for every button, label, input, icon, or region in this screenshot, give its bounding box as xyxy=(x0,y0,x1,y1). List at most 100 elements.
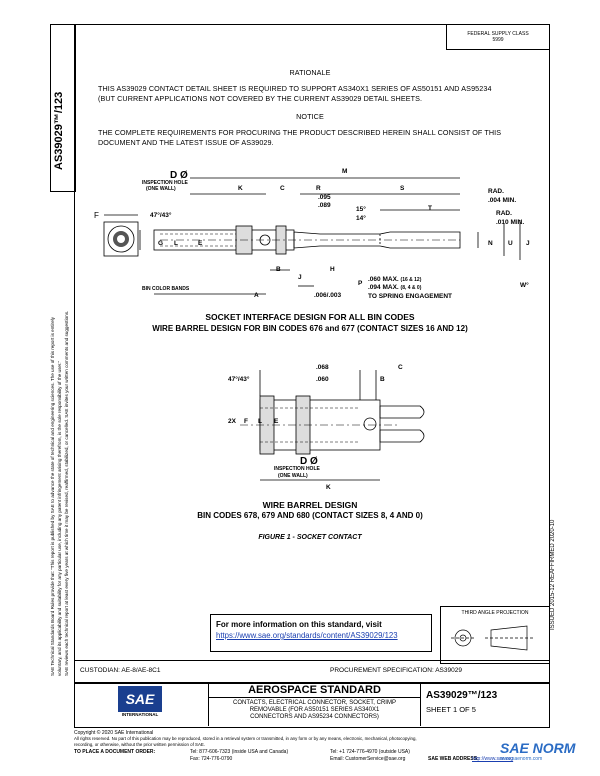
footer-copyright: Copyright © 2020 SAE International xyxy=(74,730,154,736)
projection-symbol xyxy=(451,625,533,651)
label-angle: 47°/43° xyxy=(150,212,172,219)
caption-wire-barrel-design: WIRE BARREL DESIGN xyxy=(262,500,358,510)
inspection-hole-label: INSPECTION HOLE xyxy=(142,180,188,186)
one-wall-label: (ONE WALL) xyxy=(146,186,176,192)
footer-email: Email: CustomerService@sae.org xyxy=(330,756,406,762)
socket-contact-drawing: F xyxy=(94,177,521,295)
label-14deg: 14° xyxy=(356,215,366,222)
label-n: N xyxy=(488,240,493,247)
spine-disclaimer-2: voluntary, and its applicability and sui… xyxy=(57,360,62,676)
label-060: .060 MAX. (16 & 12) xyxy=(368,276,422,283)
title-underline xyxy=(209,697,420,698)
footer-rights-1: All rights reserved. No part of this pub… xyxy=(74,736,417,741)
label-rad-2-val: .010 MIN. xyxy=(496,219,525,226)
spine-doc-number: AS39029™/123 xyxy=(53,91,65,170)
bottom-d-diameter: D Ø xyxy=(300,456,318,467)
label-089: .089 xyxy=(318,202,331,209)
footer-fax: Fax: 724-776-0790 xyxy=(190,756,233,762)
label-j: J xyxy=(298,274,302,281)
label-rad-1: RAD. xyxy=(488,188,504,195)
title-divider-1 xyxy=(208,682,209,726)
bottom-label-k: K xyxy=(326,484,331,491)
federal-supply-value: 5999 xyxy=(492,37,504,43)
title-block xyxy=(74,682,550,728)
bottom-label-060: .060 xyxy=(316,376,329,383)
info-box-link[interactable]: https://www.sae.org/standards/content/AS… xyxy=(216,631,398,640)
label-u: U xyxy=(508,240,513,247)
issued-reaffirmed: ISSUED 2015-12 REAFFIRMED 2020-10 xyxy=(550,519,556,630)
projection-label: THIRD ANGLE PROJECTION xyxy=(461,610,529,616)
bin-color-bands-label: BIN COLOR BANDS xyxy=(142,286,190,292)
label-t: T xyxy=(428,205,432,212)
footer-tel-intl: Tel: +1 724-776-4970 (outside USA) xyxy=(330,749,410,755)
desc-line-3: CONNECTORS AND AS95234 CONNECTORS) xyxy=(250,714,379,720)
figure-title: FIGURE 1 - SOCKET CONTACT xyxy=(258,534,362,541)
label-15deg: 15° xyxy=(356,206,366,213)
bottom-label-2x: 2X xyxy=(228,418,236,425)
bottom-label-angle: 47°/43° xyxy=(228,376,250,383)
aerospace-standard-title: AEROSPACE STANDARD xyxy=(248,684,381,696)
sae-logo-mark: SAE xyxy=(118,686,162,712)
bottom-label-b: B xyxy=(380,376,385,383)
bottom-label-e: E xyxy=(274,418,279,425)
label-f: F xyxy=(94,211,99,220)
label-095: .095 xyxy=(318,194,331,201)
label-a: A xyxy=(254,292,259,299)
contact-body xyxy=(153,225,461,255)
label-e: E xyxy=(198,240,203,247)
label-k: K xyxy=(238,185,243,192)
label-p: P xyxy=(358,280,363,287)
bottom-label-f: F xyxy=(244,418,248,425)
footer-rights-2: recording, or otherwise, without the pri… xyxy=(74,742,206,747)
bottom-label-l: L xyxy=(258,418,262,425)
label-r: R xyxy=(316,185,321,192)
title-doc-number: AS39029™/123 xyxy=(426,690,498,701)
title-divider-2 xyxy=(420,682,421,726)
footer-web-link[interactable]: http://www.sae.org xyxy=(472,756,514,762)
caption-bin-codes: BIN CODES 678, 679 AND 680 (CONTACT SIZE… xyxy=(197,511,423,520)
label-w: W° xyxy=(520,282,529,289)
label-j-right: J xyxy=(526,240,530,247)
label-s: S xyxy=(400,185,405,192)
d-diameter-label: D Ø xyxy=(170,170,188,181)
label-006: .006/.003 xyxy=(314,292,342,299)
label-b: B xyxy=(276,266,281,273)
left-spine-box xyxy=(50,24,76,192)
bottom-label-c: C xyxy=(398,364,403,371)
notice-line-1: THE COMPLETE REQUIREMENTS FOR PROCURING … xyxy=(98,128,502,137)
label-spring: TO SPRING ENGAGEMENT xyxy=(368,293,453,300)
info-box-text: For more information on this standard, v… xyxy=(216,620,382,629)
federal-supply-box: FEDERAL SUPPLY CLASS 5999 xyxy=(446,24,550,50)
sheet-number: SHEET 1 OF 5 xyxy=(426,705,476,714)
rationale-heading: RATIONALE xyxy=(289,68,331,77)
caption-wire-barrel-1: WIRE BARREL DESIGN FOR BIN CODES 676 and… xyxy=(152,324,468,333)
bottom-label-068: .068 xyxy=(316,364,329,371)
rationale-line-2: (BUT CURRENT APPLICATIONS NOT COVERED BY… xyxy=(98,94,423,103)
label-m: M xyxy=(342,168,348,175)
info-box: For more information on this standard, v… xyxy=(210,614,432,652)
label-g: G xyxy=(158,240,164,247)
footer-web-label: SAE WEB ADDRESS: xyxy=(428,756,479,762)
custodian-label: CUSTODIAN: AE-8/AE-8C1 xyxy=(80,667,161,674)
end-view xyxy=(103,221,139,257)
wire-barrel-drawing xyxy=(240,370,425,481)
label-rad-1-val: .004 MIN. xyxy=(488,197,517,204)
rationale-line-1: THIS AS39029 CONTACT DETAIL SHEET IS REQ… xyxy=(98,84,492,93)
label-094: .094 MAX. (8, 4 & 0) xyxy=(368,284,422,291)
desc-line-1: CONTACTS, ELECTRICAL CONNECTOR, SOCKET, … xyxy=(233,700,396,706)
bottom-inspection-hole: INSPECTION HOLE xyxy=(274,466,320,472)
watermark: SAE NORM www.saenorm.com xyxy=(500,740,596,770)
bottom-one-wall: (ONE WALL) xyxy=(278,473,308,479)
projection-box: THIRD ANGLE PROJECTION xyxy=(440,606,550,664)
procurement-label: PROCUREMENT SPECIFICATION: AS39029 xyxy=(330,667,462,674)
footer-tel: Tel: 877-606-7323 (inside USA and Canada… xyxy=(190,749,289,755)
desc-line-2: REMOVABLE (FOR AS50151 SERIES AS340X1 xyxy=(249,707,380,713)
label-c: C xyxy=(280,185,285,192)
spine-disclaimer-3: SAE reviews each technical report at lea… xyxy=(64,310,69,676)
custodian-row xyxy=(74,660,550,684)
footer-order: TO PLACE A DOCUMENT ORDER: xyxy=(74,749,156,755)
page-frame xyxy=(74,24,550,684)
sae-logo-sub: INTERNATIONAL xyxy=(121,712,159,717)
watermark-sub: www.saenorm.com xyxy=(500,756,543,762)
federal-supply-label: FEDERAL SUPPLY CLASS xyxy=(467,31,529,37)
